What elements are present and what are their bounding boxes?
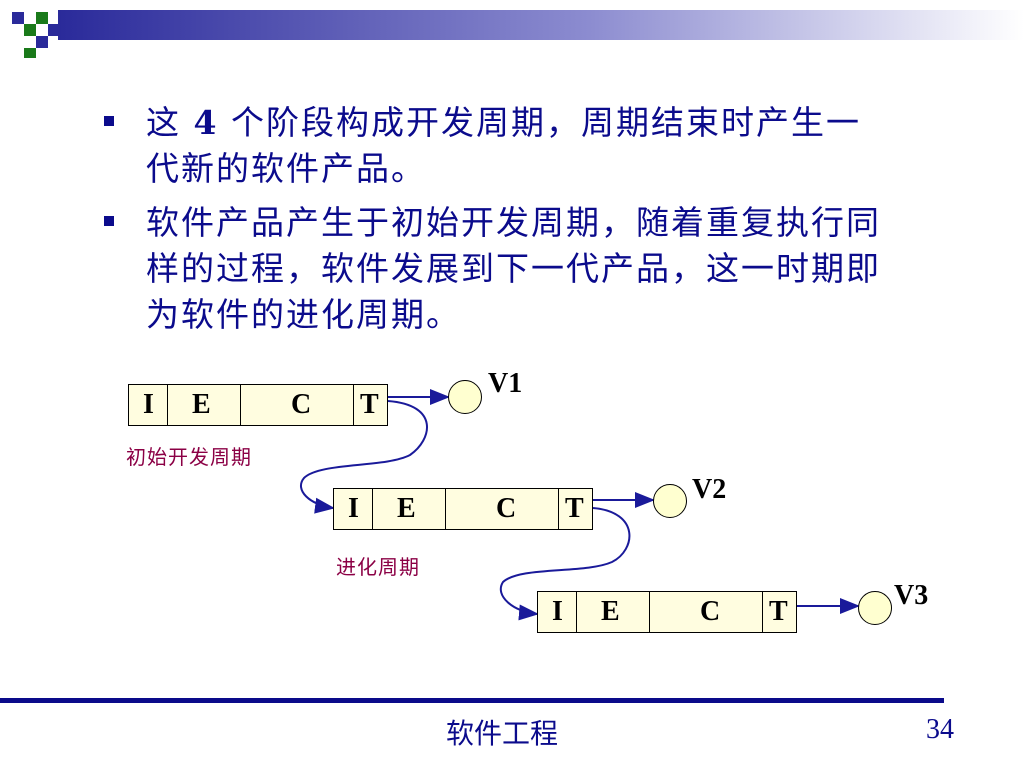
version-node (858, 591, 892, 625)
phase-i: I (538, 592, 577, 632)
phase-c: C (446, 489, 559, 529)
phase-i: I (334, 489, 373, 529)
version-node (653, 484, 687, 518)
bullet-item: 软件产品产生于初始开发周期，随着重复执行同样的过程，软件发展到下一代产品，这一时… (104, 200, 894, 338)
phase-e: E (577, 592, 650, 632)
phase-t: T (360, 389, 379, 420)
cycle-caption: 进化周期 (336, 555, 420, 579)
bullet-text: 软件产品产生于初始开发周期，随着重复执行同样的过程，软件发展到下一代产品，这一时… (146, 203, 881, 334)
title-decoration (12, 10, 1024, 58)
phase-t: T (769, 596, 788, 627)
initial-cycle-box: I E C T (128, 384, 388, 426)
page-number: 34 (926, 714, 954, 745)
bullet-item: 这 4 个阶段构成开发周期，周期结束时产生一代新的软件产品。 (104, 100, 894, 192)
phase-e: E (168, 385, 241, 425)
evolution-cycle-box: I E C T (333, 488, 593, 530)
phase-i: I (129, 385, 168, 425)
footer-divider (0, 698, 944, 703)
version-label: V2 (692, 474, 727, 505)
phase-t: T (565, 493, 584, 524)
footer-title: 软件工程 (446, 717, 559, 750)
cycle-caption: 初始开发周期 (126, 445, 252, 469)
version-node (448, 380, 482, 414)
bullet-square-icon (104, 216, 114, 226)
phase-e: E (373, 489, 446, 529)
bullet-text: 这 4 个阶段构成开发周期，周期结束时产生一代新的软件产品。 (146, 103, 861, 188)
phase-c: C (650, 592, 763, 632)
phase-c: C (241, 385, 354, 425)
version-label: V3 (894, 580, 929, 611)
version-label: V1 (488, 368, 523, 399)
evolution-cycle-box: I E C T (537, 591, 797, 633)
bullet-square-icon (104, 116, 114, 126)
